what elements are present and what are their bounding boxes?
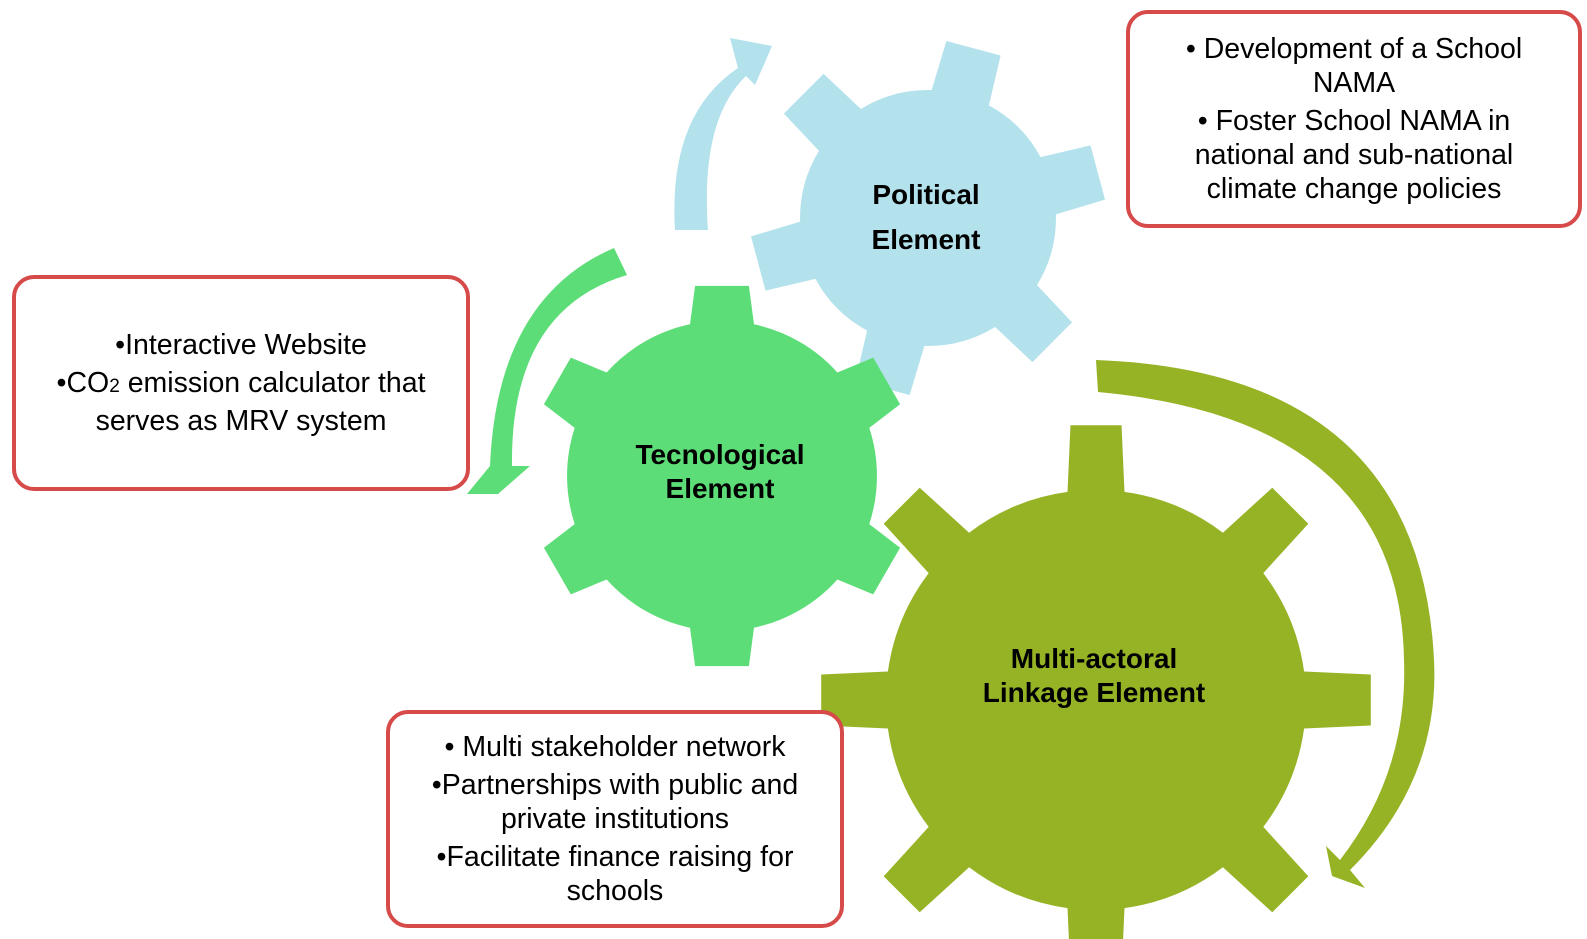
technological-element-box: •Interactive Website •CO2 emission calcu…: [12, 275, 470, 491]
multi-actoral-gear-label-line1: Multi-actoral: [1010, 643, 1178, 674]
co2-subscript: 2: [109, 376, 120, 397]
multi-box-item-3: •Facilitate finance raising for schools: [436, 841, 794, 907]
multi-actoral-gear-label: Multi-actoral Linkage Element: [954, 642, 1234, 710]
technological-gear-label-line2: Element: [665, 473, 775, 504]
multi-actoral-gear-label-line2: Linkage Element: [982, 677, 1206, 708]
multi-box-item-2: •Partnerships with public and private in…: [431, 769, 799, 835]
technological-gear-label-line1: Tecnological: [635, 439, 805, 470]
multi-actoral-element-box: • Multi stakeholder network •Partnership…: [386, 710, 844, 928]
technological-box-item-2: •CO2 emission calculator that serves as …: [28, 366, 454, 438]
multi-actoral-gear: [821, 425, 1371, 939]
technological-box-item-2-prefix: •CO: [56, 367, 110, 399]
arrow-top-curved: [674, 38, 772, 230]
political-gear-label-line1: Political: [872, 179, 980, 210]
political-box-item-1: • Development of a School NAMA: [1185, 33, 1523, 99]
multi-box-item-1: • Multi stakeholder network: [444, 731, 786, 763]
political-gear-label: Political Element: [826, 172, 1026, 262]
technological-box-item-1: •Interactive Website: [115, 329, 367, 361]
technological-gear-label: Tecnological Element: [610, 438, 830, 506]
political-box-item-2: • Foster School NAMA in national and sub…: [1194, 105, 1514, 205]
arrow-left-curved: [467, 248, 627, 494]
technological-box-item-2-suffix: emission calculator that serves as MRV s…: [95, 367, 426, 437]
political-element-box: • Development of a School NAMA • Foster …: [1126, 10, 1582, 228]
arrow-right-curved: [1096, 360, 1435, 888]
political-gear: [751, 41, 1105, 395]
political-gear-label-line2: Element: [871, 224, 981, 255]
technological-gear: [543, 285, 901, 667]
